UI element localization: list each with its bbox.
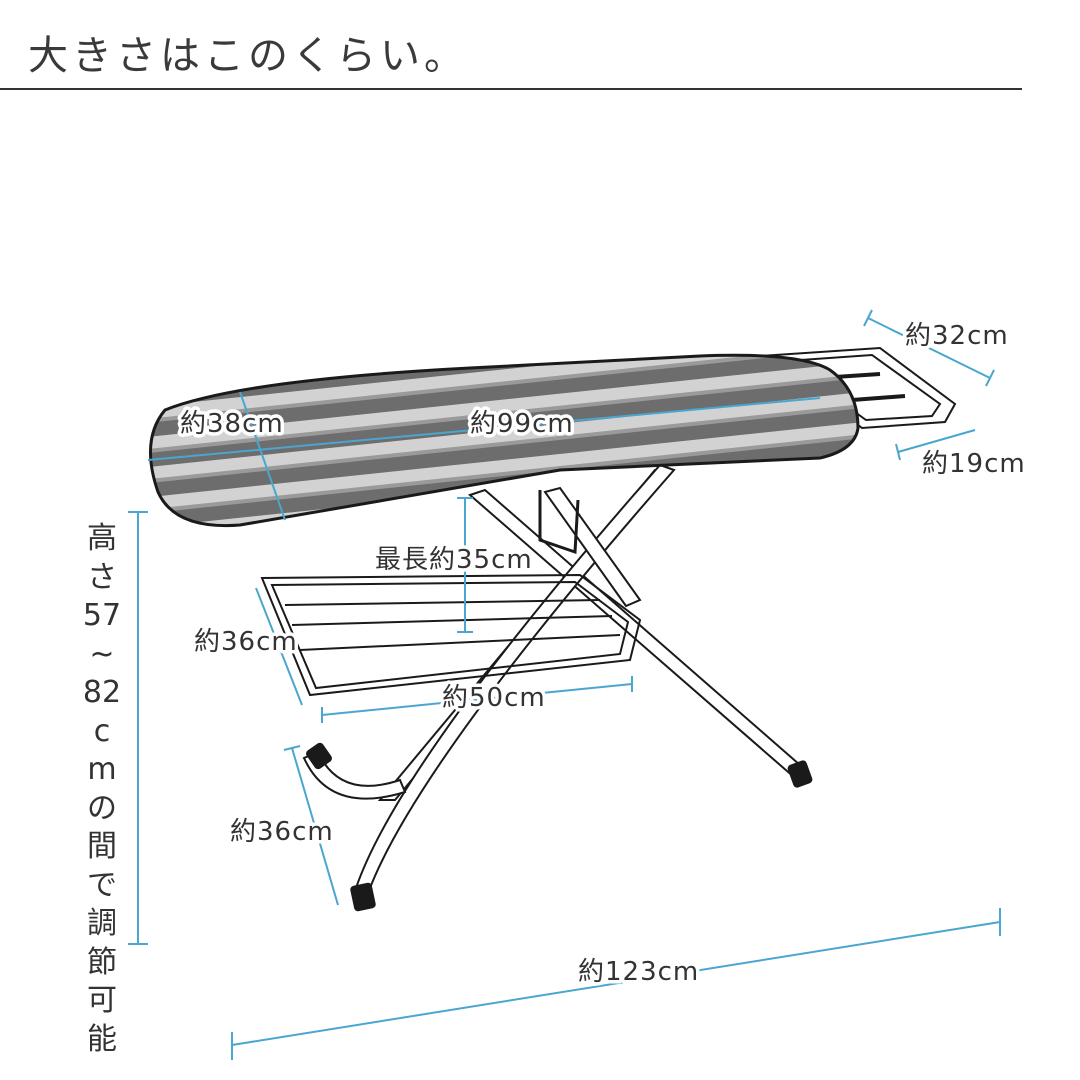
label-rack-depth: 約36cm — [194, 627, 298, 657]
dim-tray-depth-tick — [895, 443, 901, 461]
dim-board-width — [239, 391, 286, 521]
dim-tray-width — [867, 317, 991, 379]
dim-tray-width-tick — [863, 309, 873, 327]
foot-cap — [306, 742, 332, 770]
dimension-lines — [128, 309, 1001, 1060]
dim-rack-width — [321, 683, 633, 716]
shelf-rod — [299, 634, 621, 651]
lower-shelf — [260, 573, 642, 697]
dim-tray-depth — [897, 429, 976, 453]
dim-foot-width — [291, 747, 339, 906]
board-legs — [302, 463, 810, 889]
rubber-feet — [306, 742, 813, 912]
label-board-width: 約38cm — [180, 409, 284, 439]
label-clearance: 最長約35cm — [375, 545, 533, 575]
label-total-length: 約123cm — [578, 957, 699, 987]
iron-rest-rod — [851, 394, 906, 402]
label-board-length: 約99cm — [470, 409, 574, 439]
board-top — [148, 353, 860, 528]
center-leg — [543, 486, 642, 608]
page-title: 大きさはこのくらい。 — [28, 33, 468, 79]
shelf-frame-inner — [270, 580, 630, 690]
shelf-rod — [291, 615, 613, 626]
dim-foot-width-tick — [283, 745, 301, 751]
label-tray-depth: 約19cm — [922, 449, 1026, 479]
dim-tray-width-tick — [985, 369, 995, 387]
dim-total-length — [231, 921, 1001, 1046]
shelf-rod — [284, 599, 601, 606]
label-foot-width: 約36cm — [230, 817, 334, 847]
foot-cap — [787, 760, 813, 788]
cord-hook — [538, 490, 580, 555]
label-height: 高さ57~82cmの間で調節可能 — [82, 521, 122, 1057]
foot-cap — [350, 882, 376, 912]
dim-board-length — [147, 397, 821, 461]
label-tray-width: 約32cm — [905, 321, 1009, 351]
label-rack-width: 約50cm — [442, 683, 546, 713]
foot-bar — [302, 750, 407, 800]
shelf-frame — [260, 573, 642, 697]
title-rule — [0, 88, 1022, 90]
dim-rack-depth — [255, 587, 303, 706]
